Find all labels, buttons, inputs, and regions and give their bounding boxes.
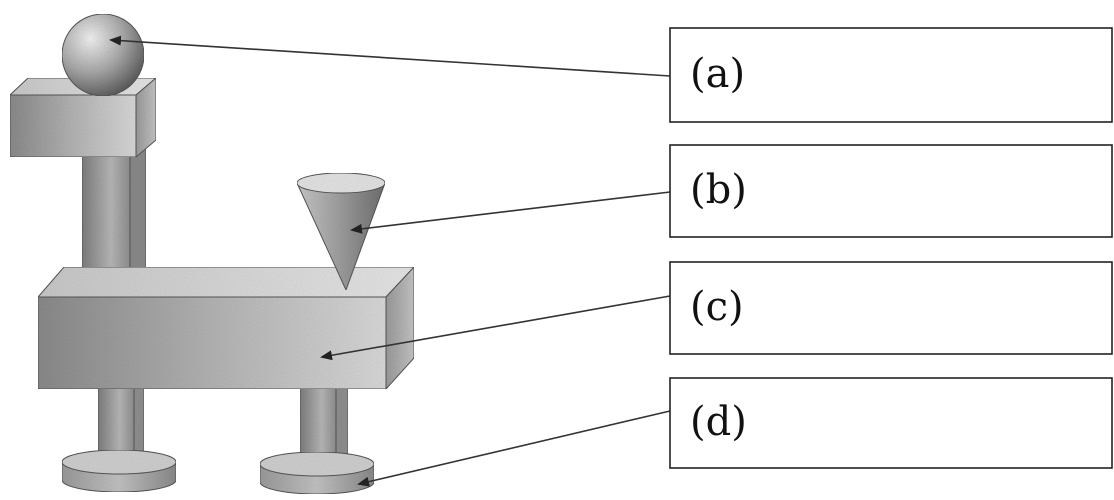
arrow-a xyxy=(109,35,671,77)
answer-box-d[interactable]: (d) xyxy=(669,377,1113,469)
cone-shape xyxy=(296,172,386,292)
arrow-c xyxy=(320,295,671,361)
sphere-shape xyxy=(61,13,145,97)
left-cylinder-base xyxy=(61,449,177,493)
label-c: (c) xyxy=(690,284,744,330)
answer-box-c[interactable]: (c) xyxy=(669,261,1113,355)
label-a: (a) xyxy=(690,51,745,97)
label-b: (b) xyxy=(690,167,747,213)
answer-box-b[interactable]: (b) xyxy=(669,144,1113,238)
cuboid-shape xyxy=(36,265,416,391)
arrow-b xyxy=(350,191,671,234)
label-d: (d) xyxy=(690,399,747,445)
arrow-d xyxy=(357,410,671,487)
answer-box-a[interactable]: (a) xyxy=(669,27,1113,123)
cylinder-shape xyxy=(259,451,375,495)
